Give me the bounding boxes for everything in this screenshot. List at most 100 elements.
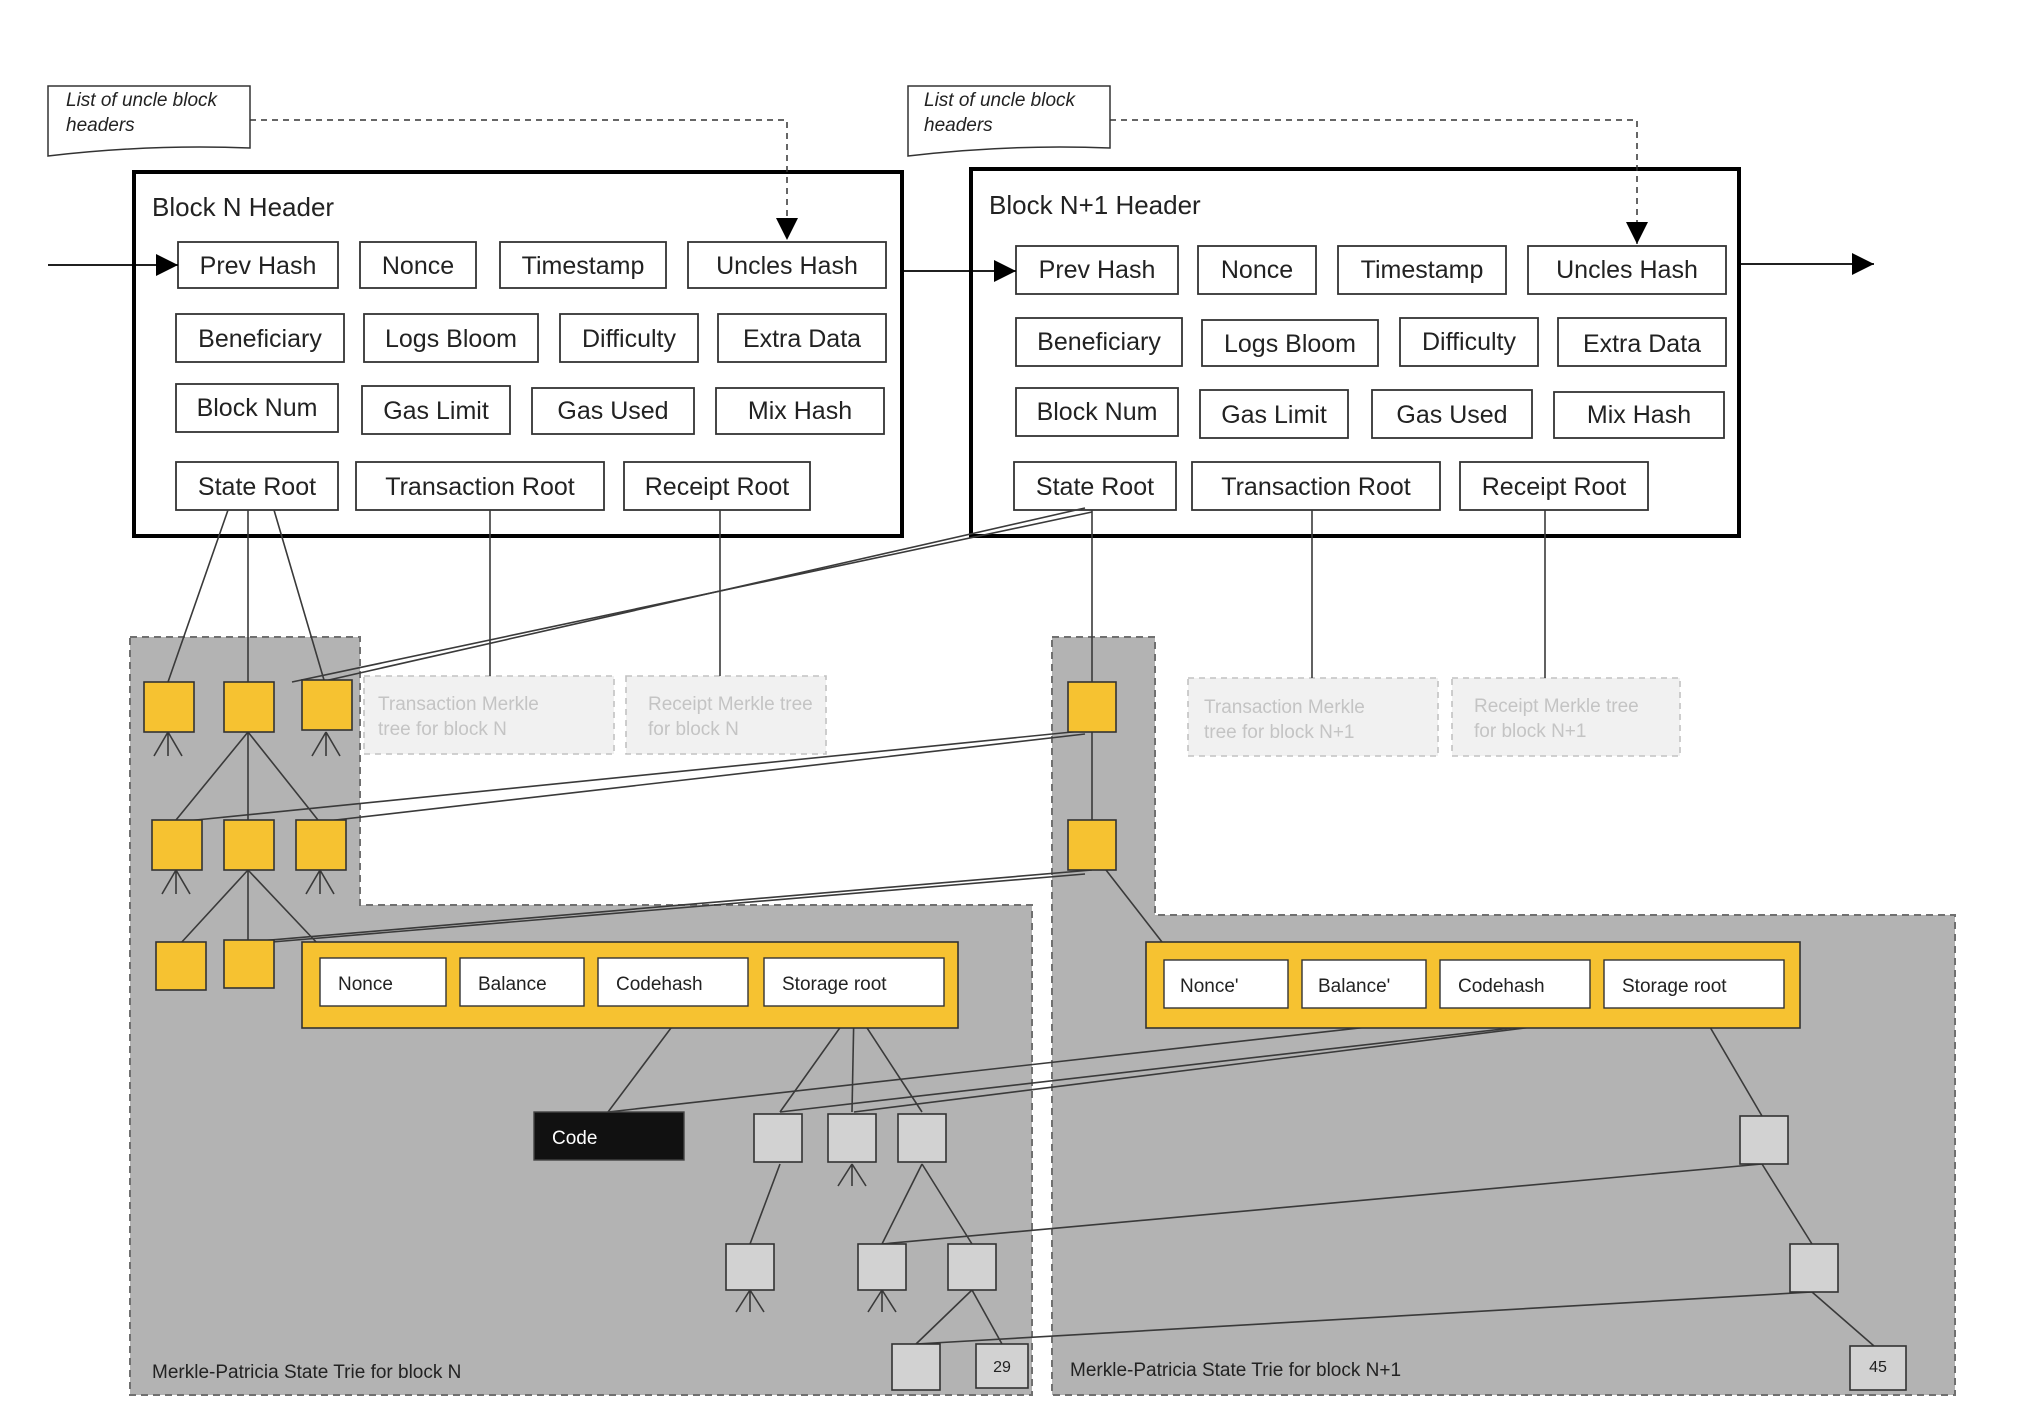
uncle-link-left bbox=[250, 119, 798, 240]
svg-text:Balance': Balance' bbox=[1318, 976, 1390, 997]
svg-text:Transaction Root: Transaction Root bbox=[1221, 473, 1410, 501]
svg-text:Mix Hash: Mix Hash bbox=[1587, 401, 1691, 429]
svg-text:Nonce: Nonce bbox=[382, 252, 454, 280]
svg-text:Uncles Hash: Uncles Hash bbox=[1556, 256, 1698, 284]
storage-node bbox=[827, 1113, 877, 1163]
svg-text:Logs Bloom: Logs Bloom bbox=[385, 325, 517, 353]
field-receipt-root: Receipt Root bbox=[623, 461, 811, 511]
trie-node bbox=[155, 941, 207, 991]
code-block: Code bbox=[533, 1111, 685, 1161]
svg-text:Code: Code bbox=[552, 1128, 597, 1149]
account-field-codehash: Codehash bbox=[597, 957, 749, 1007]
leaf-value-n: 29 bbox=[975, 1343, 1029, 1389]
svg-text:Balance: Balance bbox=[478, 974, 547, 995]
field-logs-bloom: Logs Bloom bbox=[1201, 319, 1379, 367]
svg-text:Timestamp: Timestamp bbox=[522, 252, 645, 280]
storage-node bbox=[1789, 1243, 1839, 1293]
account-field-codehash: Codehash bbox=[1439, 959, 1591, 1009]
svg-text:Timestamp: Timestamp bbox=[1361, 256, 1484, 284]
field-prev-hash: Prev Hash bbox=[177, 241, 339, 289]
svg-text:29: 29 bbox=[993, 1359, 1011, 1376]
svg-text:Storage root: Storage root bbox=[782, 974, 887, 995]
trie-node bbox=[223, 939, 275, 989]
field-difficulty: Difficulty bbox=[559, 313, 699, 363]
state-trie-label-n: Merkle-Patricia State Trie for block N bbox=[152, 1362, 461, 1383]
field-uncles-hash: Uncles Hash bbox=[687, 241, 887, 289]
field-logs-bloom: Logs Bloom bbox=[363, 313, 539, 363]
storage-node bbox=[897, 1113, 947, 1163]
svg-text:Difficulty: Difficulty bbox=[582, 325, 677, 353]
field-gas-limit: Gas Limit bbox=[1199, 389, 1349, 439]
trie-node bbox=[295, 819, 347, 871]
trie-node bbox=[143, 681, 195, 733]
field-mix-hash: Mix Hash bbox=[1553, 391, 1725, 439]
svg-text:Gas Limit: Gas Limit bbox=[383, 397, 489, 425]
svg-text:Receipt Root: Receipt Root bbox=[1482, 473, 1627, 501]
storage-node bbox=[1739, 1115, 1789, 1165]
block-n-header-title: Block N Header bbox=[152, 192, 334, 222]
storage-node bbox=[753, 1113, 803, 1163]
uncle-link-right bbox=[1110, 119, 1648, 244]
svg-text:Receipt Root: Receipt Root bbox=[645, 473, 790, 501]
svg-text:Difficulty: Difficulty bbox=[1422, 328, 1517, 356]
ghost-transaction-tree-n1: Transaction Merkle tree for block N+1 bbox=[1187, 677, 1439, 757]
field-extra-data: Extra Data bbox=[717, 313, 887, 363]
svg-text:Transaction Merkle: Transaction Merkle bbox=[378, 694, 539, 715]
svg-text:tree for block N+1: tree for block N+1 bbox=[1204, 722, 1355, 743]
svg-text:Transaction Root: Transaction Root bbox=[385, 473, 574, 501]
svg-text:Extra Data: Extra Data bbox=[1583, 330, 1701, 358]
uncle-note-line2: headers bbox=[66, 115, 135, 136]
ghost-receipt-tree-n: Receipt Merkle tree for block N bbox=[625, 675, 827, 755]
field-mix-hash: Mix Hash bbox=[715, 387, 885, 435]
field-block-num: Block Num bbox=[1015, 387, 1179, 437]
block-n1-header-title: Block N+1 Header bbox=[989, 190, 1201, 220]
leaf-value-n1: 45 bbox=[1849, 1345, 1907, 1391]
field-gas-limit: Gas Limit bbox=[361, 385, 511, 435]
storage-trie-nodes bbox=[725, 1113, 1839, 1391]
svg-text:Gas Used: Gas Used bbox=[1396, 401, 1507, 429]
block-n1-header: Block N+1 Header Prev Hash Nonce Timesta… bbox=[969, 167, 1741, 538]
field-beneficiary: Beneficiary bbox=[175, 313, 345, 363]
field-uncles-hash: Uncles Hash bbox=[1527, 245, 1727, 295]
account-field-storage-root: Storage root bbox=[763, 957, 945, 1007]
field-prev-hash: Prev Hash bbox=[1015, 245, 1179, 295]
trie-node bbox=[1067, 819, 1117, 871]
svg-text:tree for block N: tree for block N bbox=[378, 719, 507, 740]
svg-text:Gas Used: Gas Used bbox=[557, 397, 668, 425]
svg-text:Logs Bloom: Logs Bloom bbox=[1224, 330, 1356, 358]
account-field-balance: Balance' bbox=[1301, 959, 1427, 1009]
account-field-balance: Balance bbox=[459, 957, 585, 1007]
svg-text:Extra Data: Extra Data bbox=[743, 325, 861, 353]
uncle-note-line1: List of uncle block bbox=[924, 90, 1077, 111]
account-field-nonce: Nonce' bbox=[1163, 959, 1289, 1009]
trie-node bbox=[1067, 681, 1117, 733]
field-transaction-root: Transaction Root bbox=[355, 461, 605, 511]
ghost-transaction-tree-n: Transaction Merkle tree for block N bbox=[363, 675, 615, 755]
block-n-header: Block N Header Prev Hash Nonce Timestamp… bbox=[132, 170, 904, 538]
account-field-nonce: Nonce bbox=[319, 957, 447, 1007]
svg-text:Nonce': Nonce' bbox=[1180, 976, 1239, 997]
storage-node bbox=[891, 1343, 941, 1391]
trie-node bbox=[301, 679, 353, 731]
trie-node bbox=[151, 819, 203, 871]
field-nonce: Nonce bbox=[1197, 245, 1317, 295]
field-extra-data: Extra Data bbox=[1557, 317, 1727, 367]
account-record-n1: Nonce' Balance' Codehash Storage root bbox=[1145, 941, 1801, 1029]
state-trie-nodes-n1 bbox=[1067, 681, 1117, 871]
uncle-list-note-left: List of uncle block headers bbox=[47, 85, 251, 157]
svg-text:Mix Hash: Mix Hash bbox=[748, 397, 852, 425]
state-trie-nodes-n bbox=[143, 679, 353, 991]
svg-text:Codehash: Codehash bbox=[616, 974, 703, 995]
svg-text:Prev Hash: Prev Hash bbox=[200, 252, 317, 280]
trie-node bbox=[223, 819, 275, 871]
svg-text:State Root: State Root bbox=[198, 473, 316, 501]
uncle-note-line1: List of uncle block bbox=[66, 90, 219, 111]
svg-text:Storage root: Storage root bbox=[1622, 976, 1727, 997]
field-nonce: Nonce bbox=[359, 241, 477, 289]
field-timestamp: Timestamp bbox=[499, 241, 667, 289]
ghost-receipt-tree-n1: Receipt Merkle tree for block N+1 bbox=[1451, 677, 1681, 757]
uncle-note-line2: headers bbox=[924, 115, 993, 136]
field-gas-used: Gas Used bbox=[531, 387, 695, 435]
svg-text:Receipt Merkle tree: Receipt Merkle tree bbox=[1474, 696, 1639, 717]
